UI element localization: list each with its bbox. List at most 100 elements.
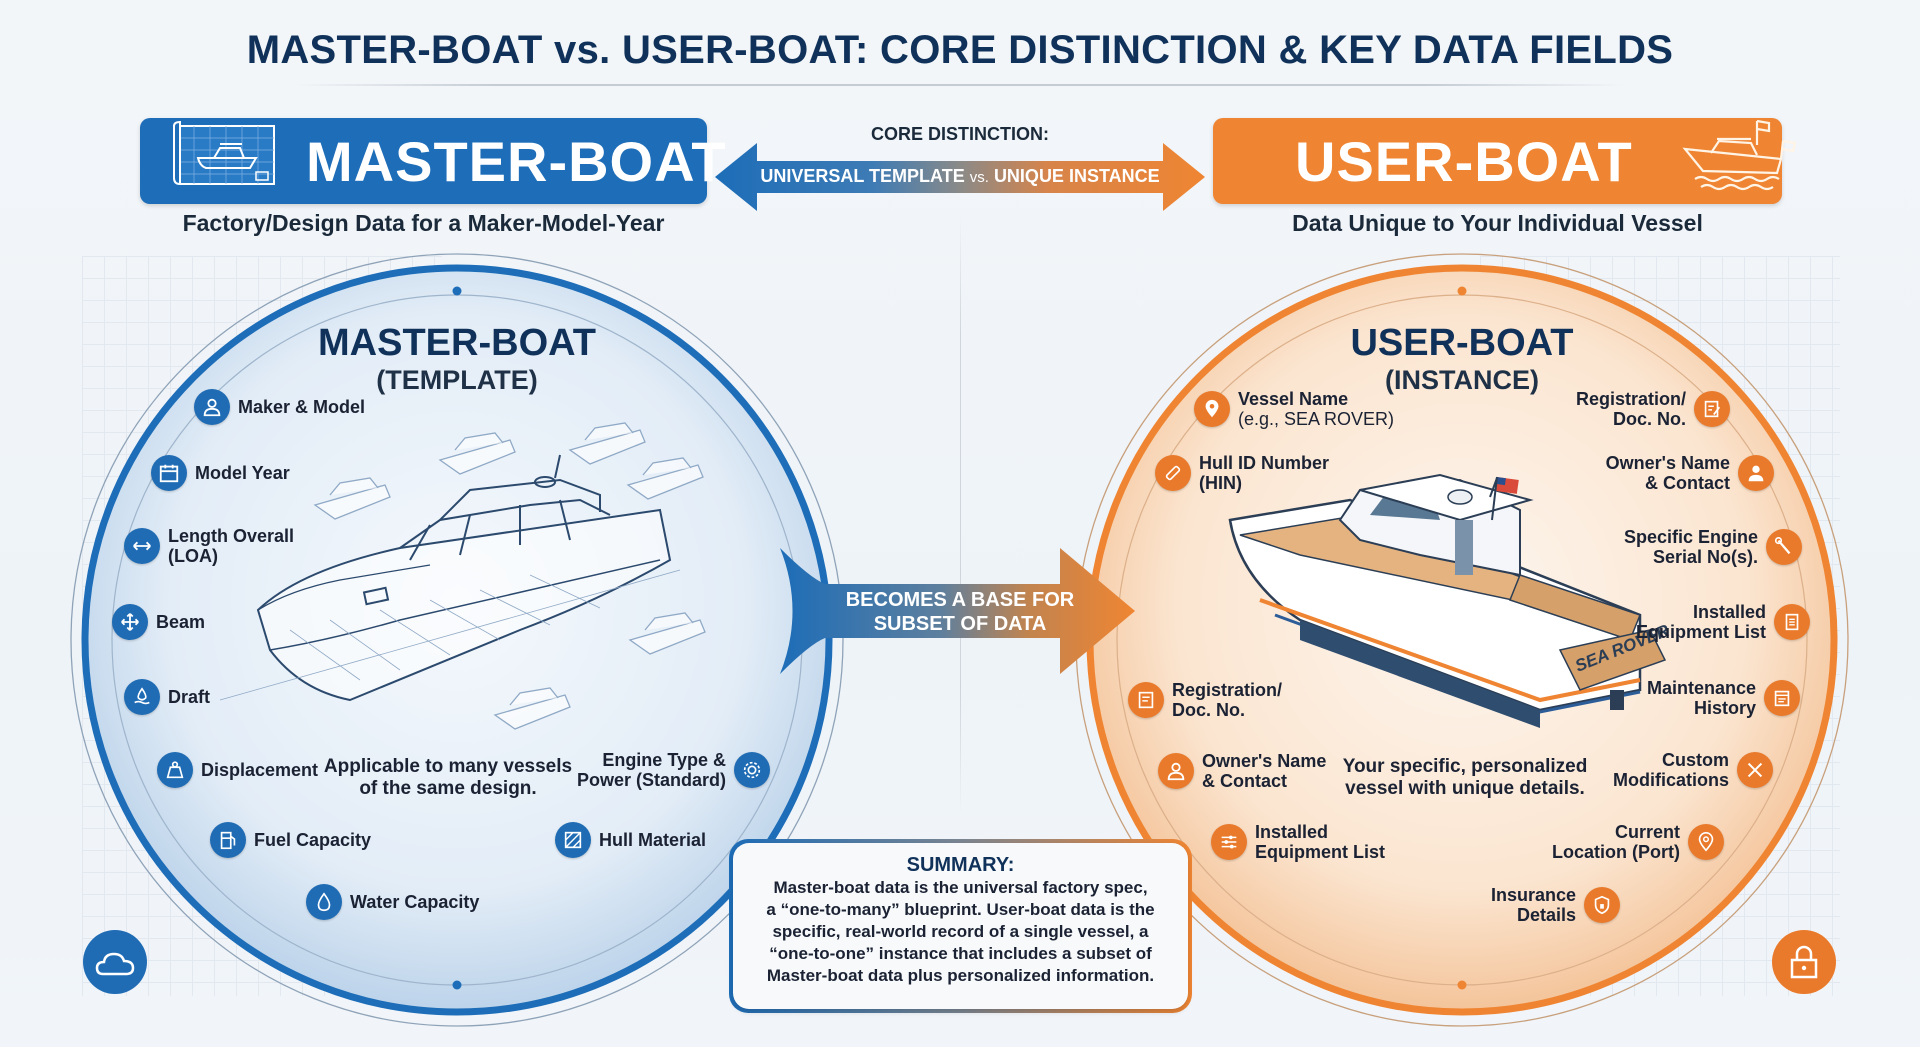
master-field-fuel-capacity: Fuel Capacity xyxy=(210,822,371,858)
user-circle-heading: USER-BOAT xyxy=(1350,322,1574,364)
sliders-icon xyxy=(1211,824,1247,860)
master-boat-banner-label: MASTER-BOAT xyxy=(306,129,727,193)
master-boat-subtitle: Factory/Design Data for a Maker-Model-Ye… xyxy=(182,210,665,236)
field-label: Engine Type &Power (Standard) xyxy=(576,750,726,790)
field-label: Hull Material xyxy=(599,830,707,850)
core-distinction-text: UNIVERSAL TEMPLATE vs. UNIQUE INSTANCE xyxy=(735,166,1185,187)
becomes-base-arrow xyxy=(780,548,1135,674)
id-tag-icon xyxy=(1155,455,1191,491)
summary-box: SUMMARY: Master-boat data is the univers… xyxy=(733,843,1188,1009)
user-caption: Your specific, personalized vessel with … xyxy=(1335,756,1595,800)
master-circle-title: MASTER-BOAT (TEMPLATE) xyxy=(307,322,607,396)
core-left-text: UNIVERSAL TEMPLATE xyxy=(760,166,965,186)
location-pin-icon xyxy=(1688,824,1724,860)
master-field-displacement: Displacement xyxy=(157,752,318,788)
user-field-hull-id: Hull ID Number(HIN) xyxy=(1155,453,1329,493)
user-field-owner-right: Owner's Name& Contact xyxy=(1574,453,1774,493)
user-caption-line2: vessel with unique details. xyxy=(1345,778,1585,799)
master-field-water-capacity: Water Capacity xyxy=(306,884,479,920)
calendar-list-icon xyxy=(1764,680,1800,716)
field-label: Length Overall(LOA) xyxy=(168,526,295,566)
summary-line: “one-to-one” instance that includes a su… xyxy=(769,944,1152,963)
master-boat-banner: MASTER-BOAT xyxy=(140,118,726,204)
user-boat-banner-label: USER-BOAT xyxy=(1295,129,1633,193)
user-circle-subheading: (INSTANCE) xyxy=(1385,365,1539,395)
summary-line: Master-boat data is the universal factor… xyxy=(773,878,1148,897)
summary-heading: SUMMARY: xyxy=(906,854,1015,876)
field-label: Beam xyxy=(156,612,206,632)
horizontal-arrows-icon xyxy=(124,528,160,564)
user-caption-line1: Your specific, personalized xyxy=(1342,756,1588,777)
summary-line: Master-boat data plus personalized infor… xyxy=(766,966,1155,985)
master-field-hull-material: Hull Material xyxy=(555,822,706,858)
four-way-arrows-icon xyxy=(112,604,148,640)
user-boat-subtitle: Data Unique to Your Individual Vessel xyxy=(1292,210,1703,236)
field-label: Model Year xyxy=(195,463,290,483)
hatched-square-icon xyxy=(555,822,591,858)
master-caption-line1: Applicable to many vessels xyxy=(323,756,573,777)
master-circle-heading: MASTER-BOAT xyxy=(318,322,596,364)
summary-line: specific, real-world record of a single … xyxy=(772,922,1149,941)
padlock-icon xyxy=(1772,930,1836,994)
field-label: Vessel Name(e.g., SEA ROVER) xyxy=(1238,389,1395,429)
summary-line: a “one-to-many” blueprint. User-boat dat… xyxy=(766,900,1155,919)
cloud-icon xyxy=(83,930,147,994)
master-field-engine: Engine Type &Power (Standard) xyxy=(576,750,770,790)
field-label: Registration/Doc. No. xyxy=(1172,680,1283,720)
user-field-registration-left: Registration/Doc. No. xyxy=(1128,680,1282,720)
field-label: Water Capacity xyxy=(350,892,480,912)
shield-lock-icon xyxy=(1584,887,1620,923)
master-field-maker-model: Maker & Model xyxy=(194,389,365,425)
master-wireframe-boat xyxy=(219,454,681,702)
document-icon xyxy=(1128,682,1164,718)
ghost-boats xyxy=(313,422,706,730)
becomes-base-text: BECOMES A BASE FOR SUBSET OF DATA xyxy=(830,588,1090,636)
field-label: Owner's Name& Contact xyxy=(1202,751,1327,791)
user-field-registration-right: Registration/Doc. No. xyxy=(1530,389,1730,429)
fuel-pump-icon xyxy=(210,822,246,858)
wrench-icon xyxy=(1766,529,1802,565)
master-field-model-year: Model Year xyxy=(151,455,290,491)
core-right-text: UNIQUE INSTANCE xyxy=(993,166,1160,186)
field-label: Fuel Capacity xyxy=(254,830,372,850)
master-caption: Applicable to many vessels of the same d… xyxy=(318,756,578,800)
becomes-base-line1: BECOMES A BASE FOR xyxy=(845,589,1075,611)
master-circle-subheading: (TEMPLATE) xyxy=(376,365,538,395)
weight-icon xyxy=(157,752,193,788)
user-circle-title: USER-BOAT (INSTANCE) xyxy=(1312,322,1612,396)
person-icon xyxy=(1158,753,1194,789)
location-pin-icon xyxy=(1194,391,1230,427)
calendar-icon xyxy=(151,455,187,491)
field-label: Draft xyxy=(168,687,211,707)
center-divider xyxy=(960,215,961,815)
edit-document-icon xyxy=(1694,391,1730,427)
master-field-beam: Beam xyxy=(112,604,205,640)
title-divider xyxy=(295,84,1625,86)
sea-rover-boat xyxy=(1228,473,1667,728)
tools-icon xyxy=(1737,752,1773,788)
core-distinction-arrow xyxy=(715,143,1205,211)
user-field-vessel-name: Vessel Name(e.g., SEA ROVER) xyxy=(1194,389,1394,429)
master-field-loa: Length Overall(LOA) xyxy=(124,526,294,566)
person-icon xyxy=(194,389,230,425)
master-caption-line2: of the same design. xyxy=(359,778,537,799)
list-icon xyxy=(1774,604,1810,640)
user-boat-banner: USER-BOAT xyxy=(1213,118,1797,204)
becomes-base-line2: SUBSET OF DATA xyxy=(873,613,1047,635)
field-label: Hull ID Number(HIN) xyxy=(1199,453,1330,493)
field-label: Registration/Doc. No. xyxy=(1575,389,1686,429)
master-field-draft: Draft xyxy=(124,679,210,715)
